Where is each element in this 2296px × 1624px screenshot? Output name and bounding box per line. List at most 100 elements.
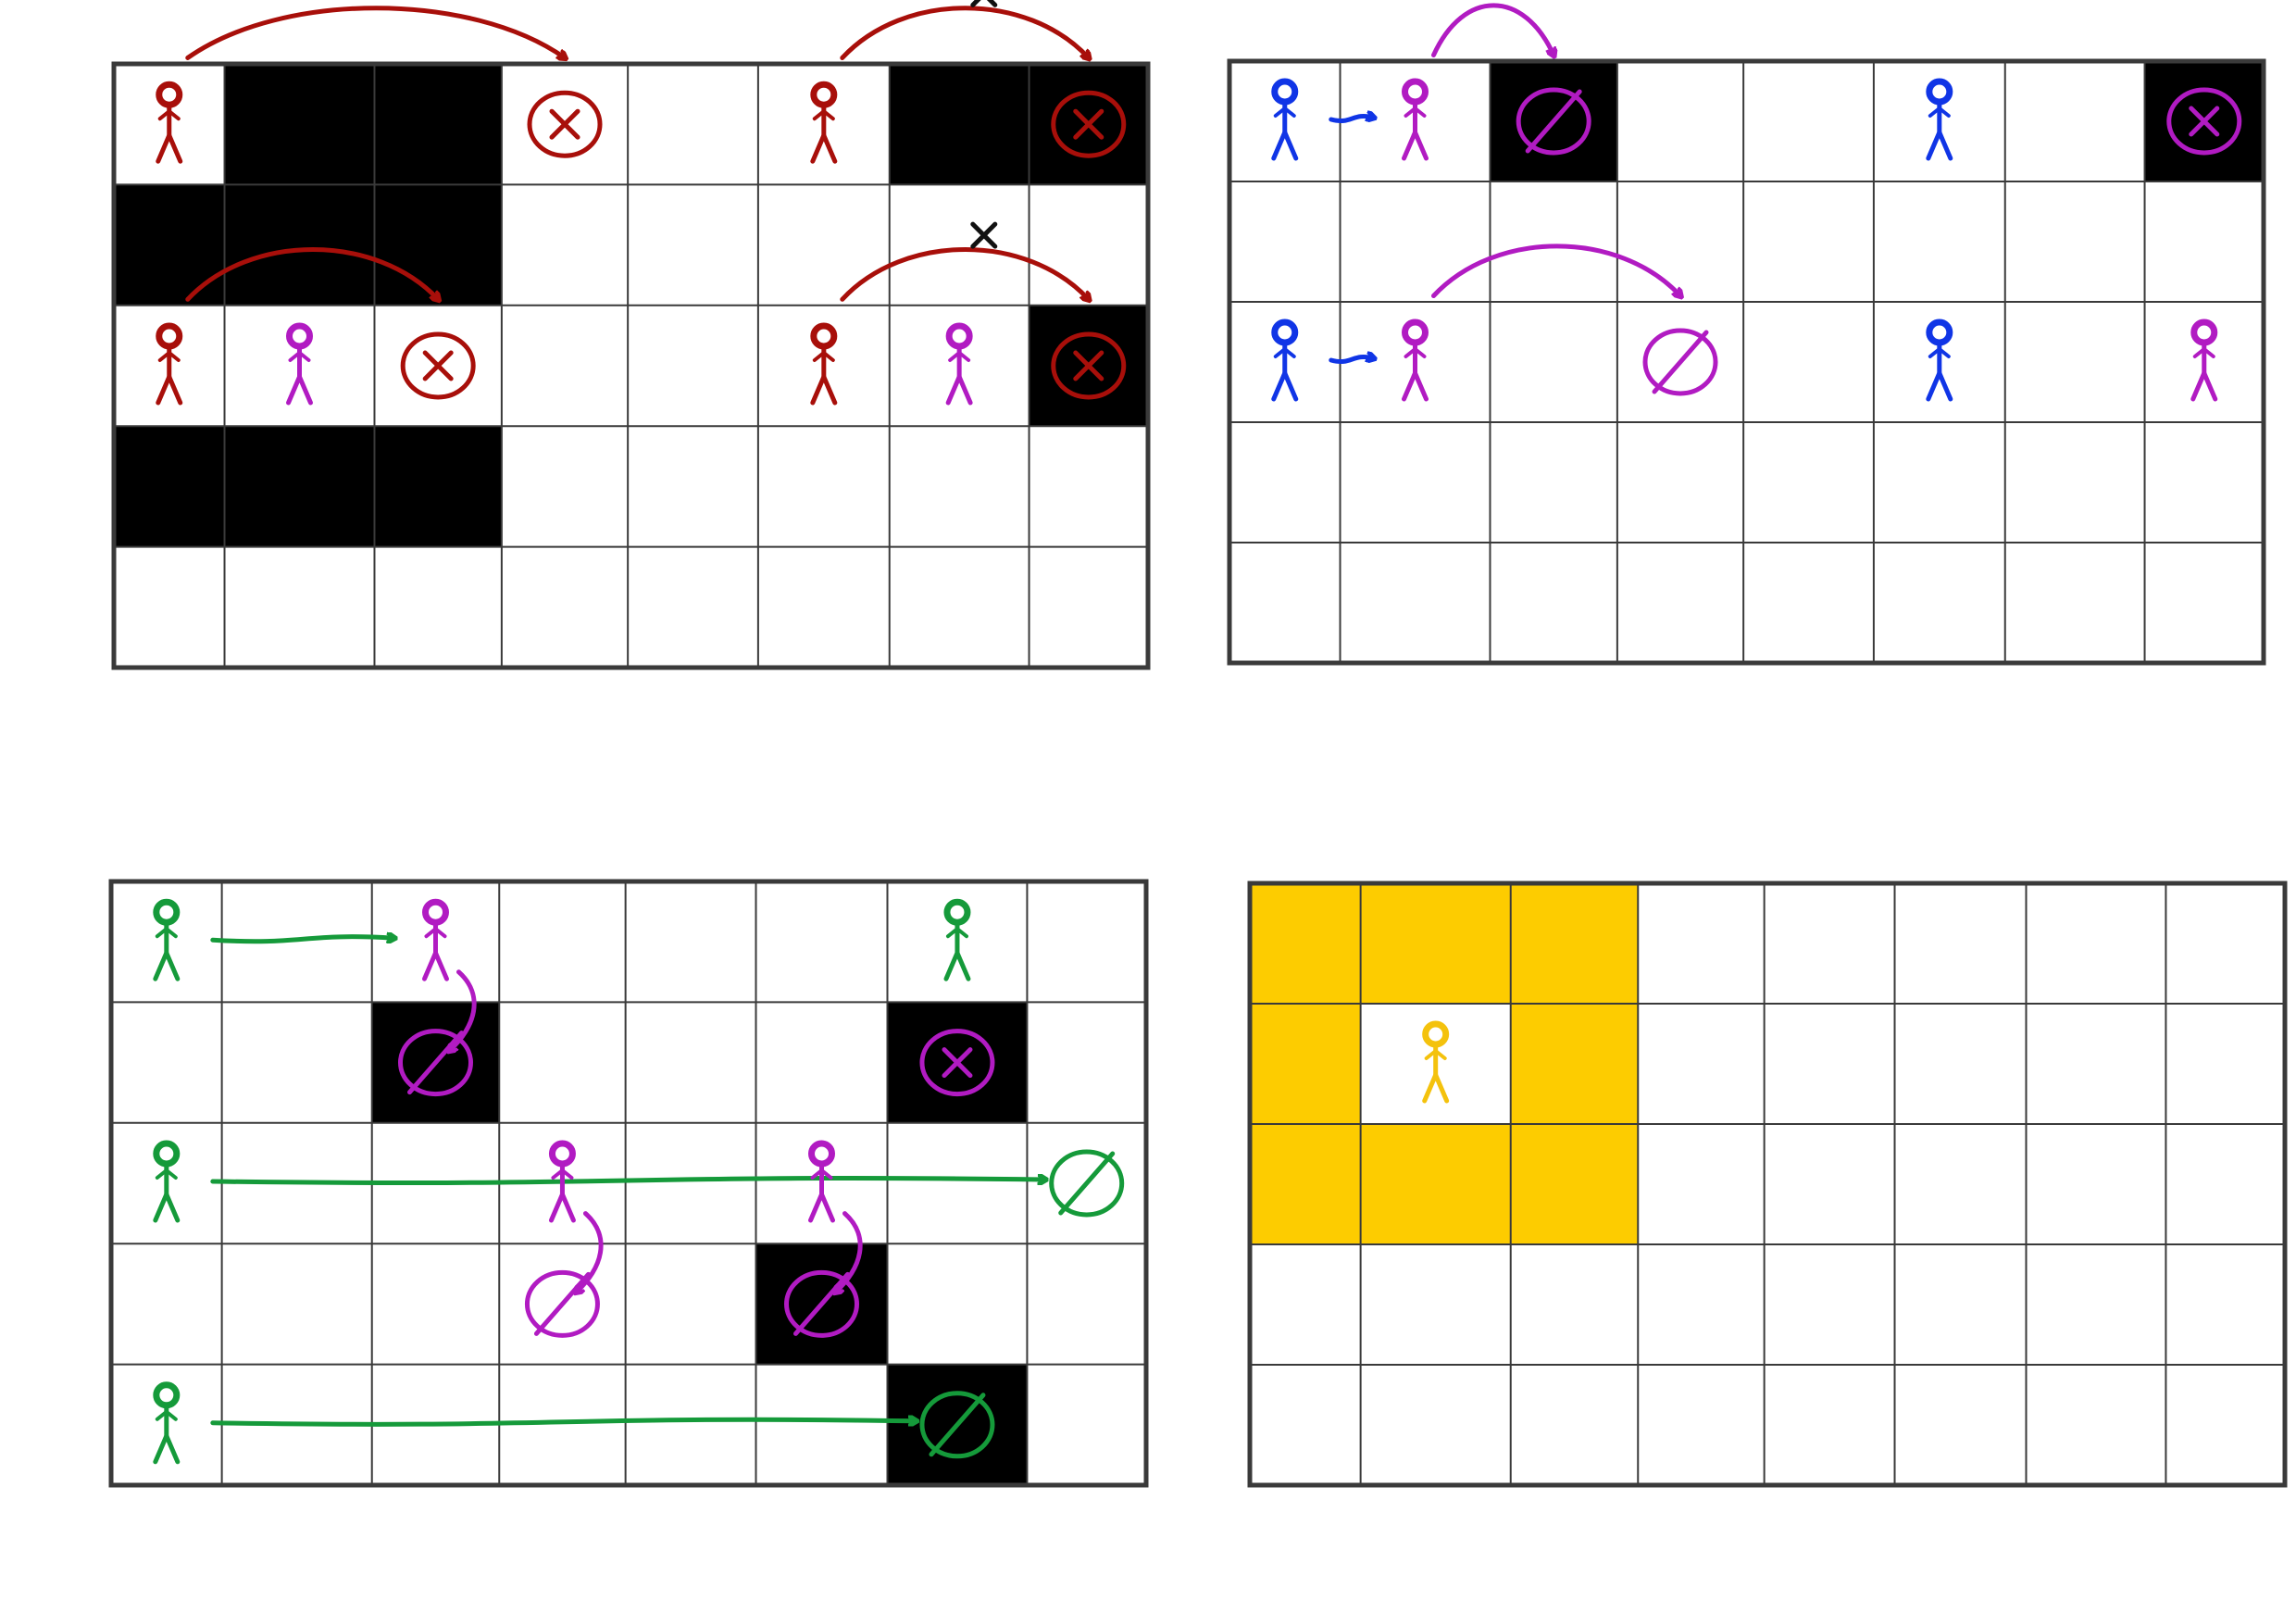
panel-border (1247, 881, 2288, 1488)
blocked-cell (224, 64, 375, 185)
blocked-cell (374, 64, 502, 185)
red-figure (156, 81, 183, 164)
grid-cell (1027, 1243, 1146, 1365)
grid-cell (889, 546, 1029, 668)
blocked-cell (224, 426, 375, 547)
grid-cell (1743, 422, 1874, 543)
grid-cell (1027, 1364, 1146, 1485)
grid-cell (755, 1002, 888, 1123)
grid-cell (2165, 1004, 2285, 1124)
grid-cell (501, 184, 629, 306)
grid-cell (757, 546, 890, 668)
highlighted-cell (1360, 883, 1511, 1004)
grid-cell (1894, 1244, 2027, 1365)
grid-cell (499, 1002, 626, 1123)
blue-figure (1926, 78, 1953, 161)
slide-arrow (210, 1419, 916, 1424)
grid-cell (628, 64, 758, 185)
grid-cell (625, 881, 756, 1003)
grid-cell (2004, 181, 2145, 302)
grid-cell (628, 184, 758, 306)
grid-cell (1510, 1365, 1639, 1485)
grid-cell (1764, 1124, 1895, 1244)
magenta-figure (808, 1140, 836, 1223)
slide-arrow (210, 937, 394, 942)
grid-cell (625, 1364, 756, 1485)
grid-cell (2165, 1365, 2285, 1485)
grid-cell (1616, 181, 1744, 302)
grid-cell (1638, 1124, 1765, 1244)
red-figure (810, 322, 838, 406)
grid-cell (887, 1122, 1028, 1244)
slashed-circle-target (919, 1029, 995, 1097)
panel-border (111, 61, 1151, 670)
red-figure (810, 81, 838, 164)
grid-cell (2004, 543, 2145, 663)
panels-layer (108, 0, 2288, 1488)
grid-cell (1340, 543, 1491, 663)
circled-x-target (2166, 87, 2242, 156)
grid-cell (1510, 1244, 1639, 1365)
magenta-figure (1402, 78, 1429, 161)
grid-cell (2165, 883, 2285, 1004)
grid-cell (1616, 543, 1744, 663)
grid-cell (1250, 1365, 1361, 1485)
grid-cell (1027, 881, 1146, 1003)
blue-figure (1926, 319, 1953, 402)
grid-cell (625, 1002, 756, 1123)
grid-cell (1029, 426, 1148, 547)
grid-cell (2165, 1244, 2285, 1365)
step-arrow (1329, 116, 1374, 120)
grid-cell (1743, 302, 1874, 422)
magenta-figure (421, 898, 449, 981)
slashed-circle-target (1049, 1149, 1125, 1218)
grid-cell (1490, 543, 1617, 663)
grid-cell (1894, 1124, 2027, 1244)
blocked-cell (114, 426, 225, 547)
highlighted-cell (1510, 883, 1639, 1004)
grid-cell (111, 1002, 222, 1123)
highlighted-cell (1360, 1124, 1511, 1244)
grid-cell (1764, 1004, 1895, 1124)
grid-cell (224, 546, 375, 668)
magenta-figure (945, 322, 973, 406)
magenta-figure (286, 322, 314, 406)
panel-border (1227, 58, 2266, 666)
grid-cell (887, 1243, 1028, 1365)
grid-cell (1027, 1002, 1146, 1123)
grid-cell (2004, 61, 2145, 181)
panel-bottom-left (108, 879, 1149, 1488)
grid-cell (1360, 1365, 1511, 1485)
grid-cell (1029, 184, 1148, 306)
blocked-mark-icon (970, 0, 998, 7)
grid-cell (1229, 181, 1341, 302)
slashed-circle-target (1642, 328, 1718, 396)
grid-cell (1743, 543, 1874, 663)
jump-arrow (840, 247, 1089, 299)
grid-cell (1340, 181, 1491, 302)
drop-arrow (449, 969, 477, 1051)
highlighted-cell (1250, 1124, 1361, 1244)
grid-cell (1250, 1244, 1361, 1365)
blue-figure (1271, 78, 1299, 161)
slashed-circle-target (397, 1029, 473, 1097)
jump-arrow (185, 247, 438, 299)
grid-cell (628, 305, 758, 427)
hop-arrow (1431, 3, 1554, 56)
slashed-circle-target (524, 1269, 600, 1338)
jump-arrow (1431, 244, 1681, 296)
grid-cell (2026, 1124, 2166, 1244)
grid-cell (221, 1243, 372, 1365)
slashed-circle-target (1516, 87, 1591, 156)
blue-figure (1271, 319, 1299, 402)
blocked-cell (224, 184, 375, 306)
grid-cell (501, 426, 629, 547)
circled-x-target (1051, 90, 1127, 158)
grid-cell (1873, 422, 2005, 543)
grid-cell (1638, 1365, 1765, 1485)
grid-cell (625, 1243, 756, 1365)
grid-cell (1894, 1004, 2027, 1124)
green-figure (153, 898, 181, 981)
grid-cell (2026, 1004, 2166, 1124)
